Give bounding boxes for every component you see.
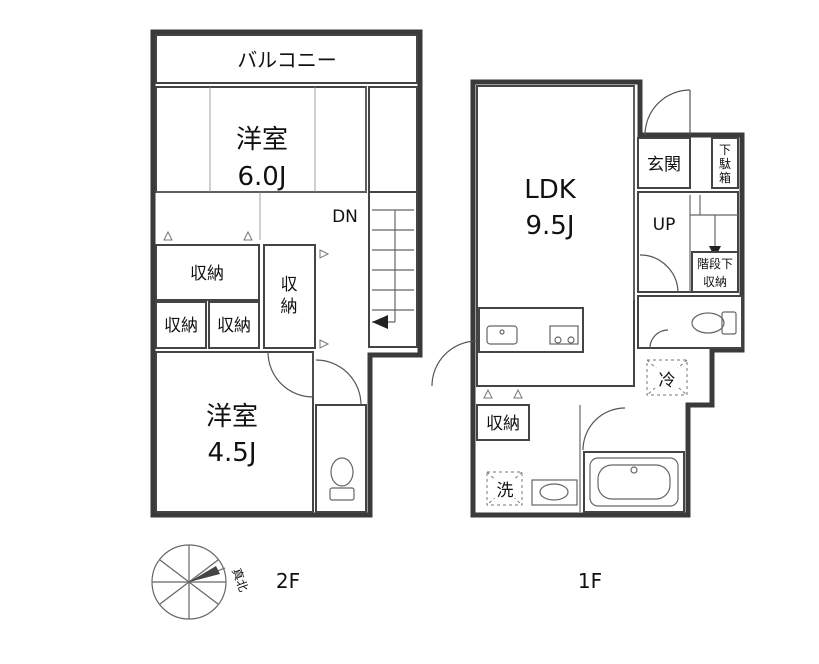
stairs-up-label: UP bbox=[653, 215, 676, 235]
room-name: 洋室 bbox=[206, 402, 258, 432]
balcony-label: バルコニー bbox=[237, 48, 337, 72]
stairs-2f bbox=[368, 191, 418, 348]
closet-label: 収 bbox=[281, 275, 298, 295]
closet-label: 収納 bbox=[190, 264, 224, 284]
closet-label: 収納 bbox=[486, 414, 520, 434]
entrance-label: 玄関 bbox=[647, 155, 681, 175]
fridge-label: 冷 bbox=[659, 371, 676, 391]
stairs-1f: UP 階段下 収納 bbox=[637, 191, 739, 293]
closet-label: 収納 bbox=[217, 316, 251, 336]
closet-label: 収納 bbox=[164, 316, 198, 336]
under-stairs-label: 収納 bbox=[703, 275, 727, 289]
room-size: 9.5J bbox=[525, 211, 574, 241]
shoe-box bbox=[711, 137, 739, 189]
washer-space bbox=[486, 471, 523, 506]
floor-1f: LDK 9.5J 冷 玄関 下 駄 箱 bbox=[431, 79, 745, 518]
floor-label-2f: 2F bbox=[276, 569, 300, 593]
room-name: 洋室 bbox=[236, 125, 288, 155]
under-stairs-label: 階段下 bbox=[697, 256, 733, 271]
toilet-2f bbox=[315, 359, 367, 513]
room-name: LDK bbox=[524, 175, 577, 205]
compass: 真北 bbox=[151, 544, 251, 620]
closet-small-2 bbox=[208, 301, 260, 349]
stairs-dn-label: DN bbox=[332, 207, 358, 227]
washer-label: 洗 bbox=[497, 481, 514, 501]
under-stairs-closet bbox=[691, 251, 739, 293]
western-room-45j: 洋室 4.5J bbox=[155, 351, 314, 513]
closet-label: 納 bbox=[281, 297, 298, 317]
compass-label: 真北 bbox=[229, 566, 250, 593]
toilet-1f bbox=[637, 295, 743, 349]
washroom: 洗 bbox=[486, 405, 626, 512]
shoe-box-char: 駄 bbox=[719, 156, 731, 171]
closet-vertical bbox=[263, 244, 316, 349]
closet-small-1 bbox=[155, 301, 207, 349]
floor-label-1f: 1F bbox=[578, 569, 602, 593]
shoe-box-char: 下 bbox=[719, 143, 731, 157]
wash-basin bbox=[531, 479, 578, 506]
sink bbox=[486, 325, 518, 345]
bathroom bbox=[583, 451, 685, 513]
western-room-6j: 洋室 6.0J bbox=[155, 86, 418, 193]
shoe-box-char: 箱 bbox=[719, 170, 731, 185]
balcony bbox=[155, 34, 418, 84]
entrance: 玄関 下 駄 箱 bbox=[637, 89, 739, 189]
ldk: LDK 9.5J 冷 bbox=[431, 85, 688, 396]
room-size: 4.5J bbox=[207, 438, 256, 468]
stove bbox=[549, 325, 579, 345]
closets-2f: 収納 収納 収納 収 納 bbox=[155, 230, 330, 362]
room-size: 6.0J bbox=[237, 162, 286, 192]
fridge-space bbox=[646, 359, 688, 396]
floor-2f: バルコニー 洋室 6.0J DN bbox=[150, 29, 423, 518]
kitchen-counter bbox=[478, 307, 584, 353]
closet-top-left bbox=[155, 244, 260, 301]
closet-1f: 収納 bbox=[476, 388, 530, 441]
